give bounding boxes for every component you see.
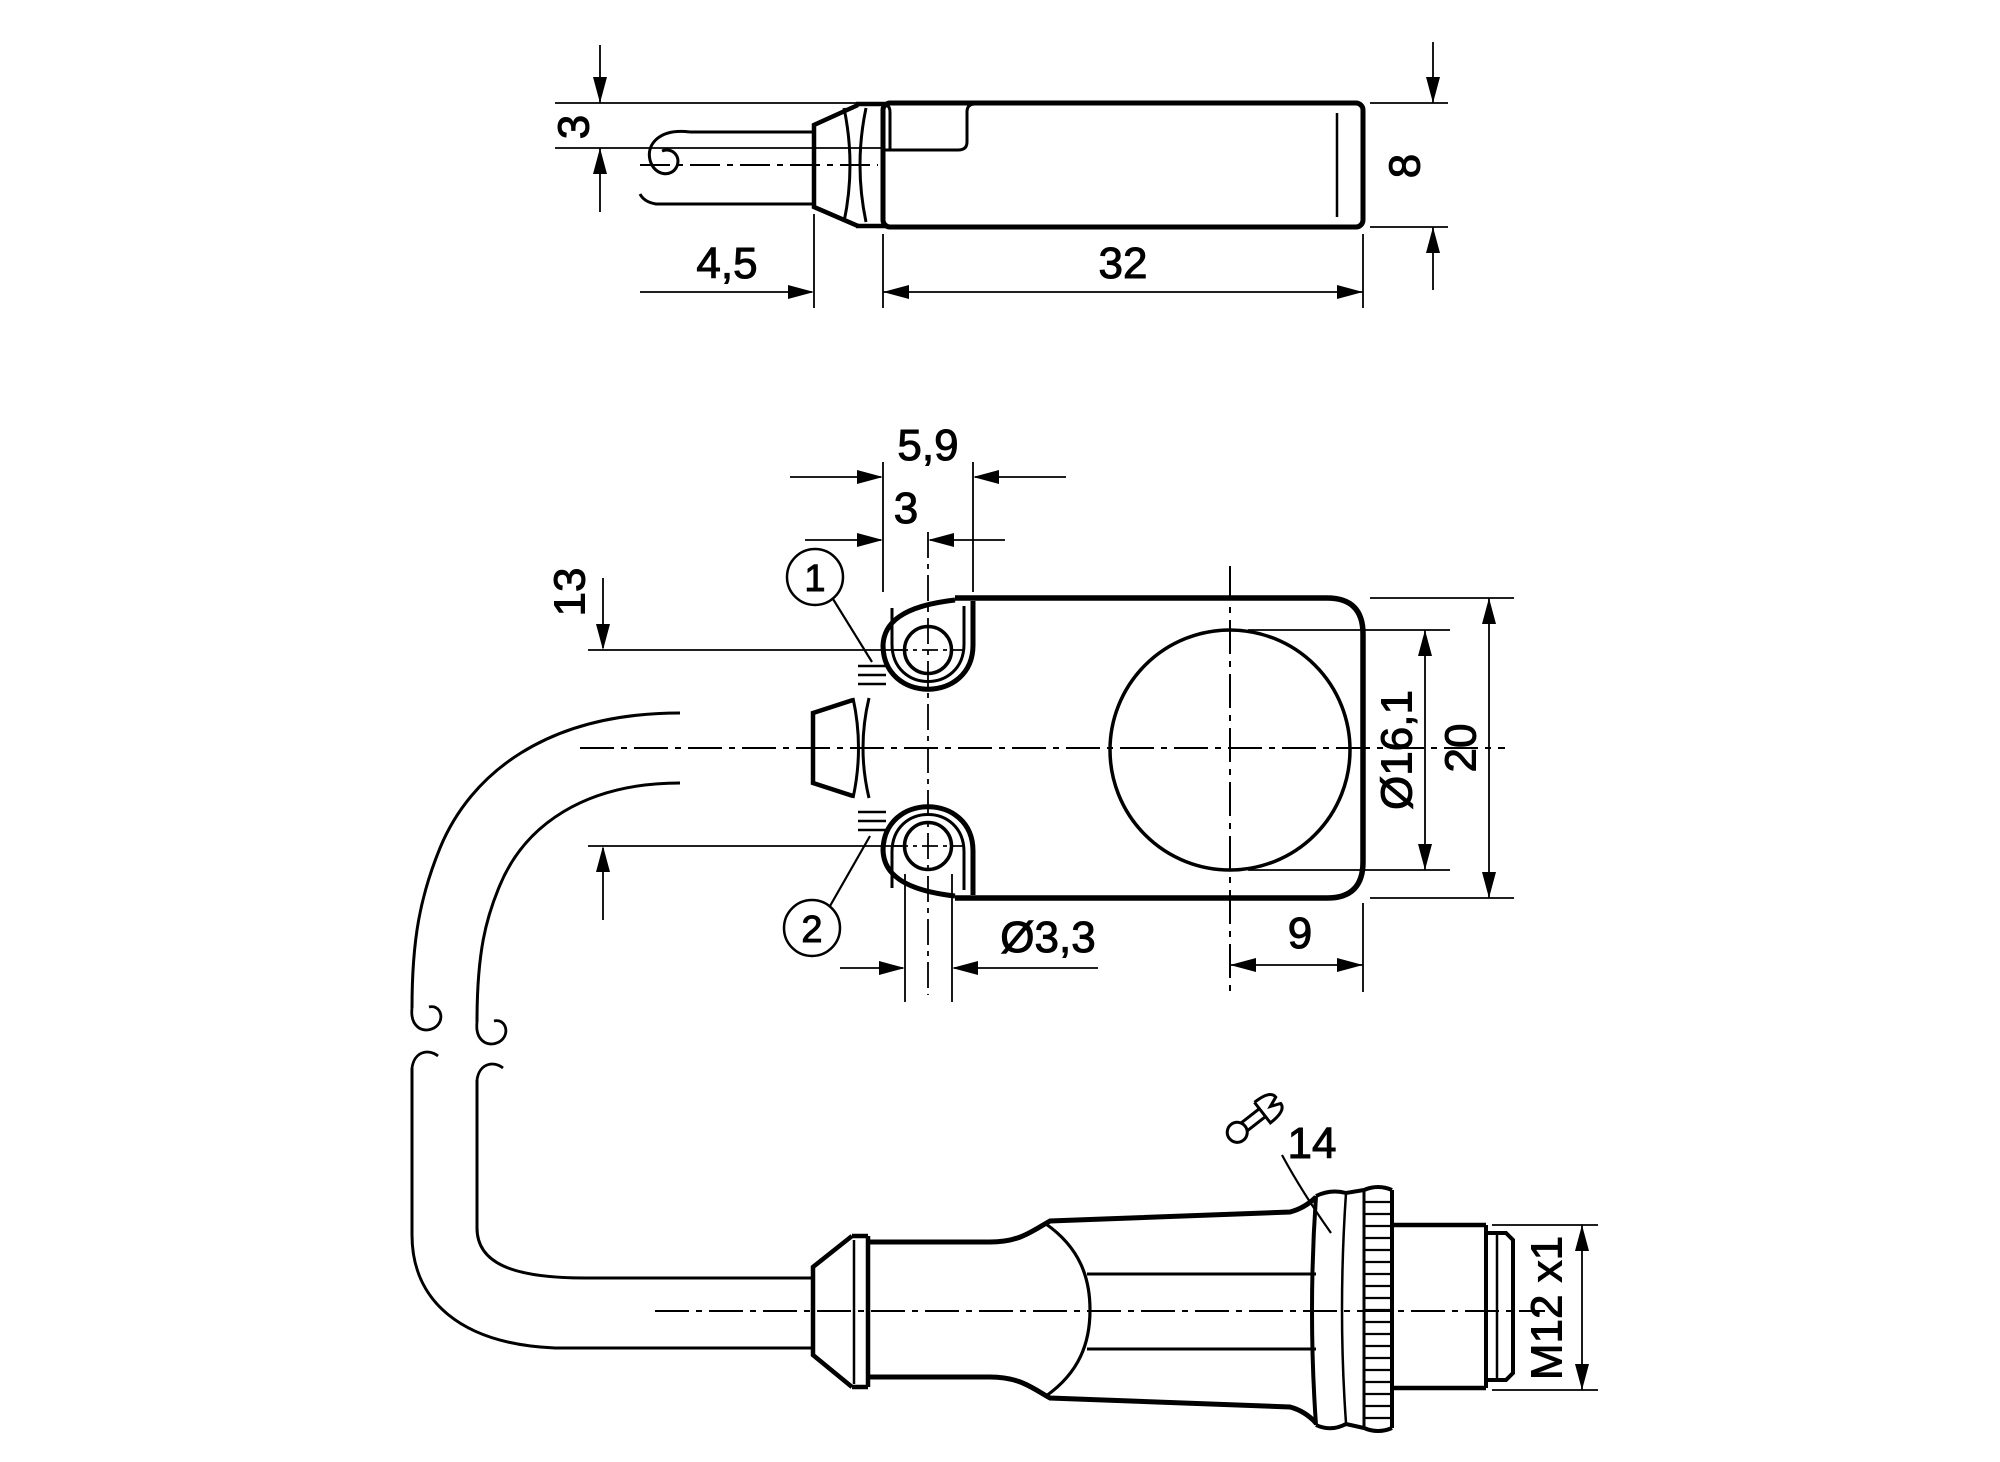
cable-break-curl-1 xyxy=(410,1005,443,1032)
cable-bend-inner xyxy=(475,781,681,1023)
plan-corner-bottom-left xyxy=(880,848,956,899)
dim-body-height: 8 xyxy=(1370,42,1448,290)
plan-corner-top-left xyxy=(880,597,956,648)
seal-steps-top xyxy=(858,664,886,686)
dim-flange-thickness: 3 xyxy=(549,45,885,212)
dim-hole-offset-label: 3 xyxy=(894,484,918,533)
side-body-outline xyxy=(880,100,1366,230)
dim-thread: M12 x1 xyxy=(1492,1224,1598,1391)
side-cable-break-curl xyxy=(647,129,691,176)
side-cable-bottom xyxy=(638,193,814,206)
callout-1: 1 xyxy=(785,547,873,663)
conn-neck-lines xyxy=(1087,1272,1316,1351)
callout-2: 2 xyxy=(782,835,871,958)
dim-flange-thickness-label: 3 xyxy=(550,115,599,139)
conn-knurled-nut xyxy=(1362,1185,1394,1433)
cable-break-curl-4 xyxy=(475,1062,504,1081)
plan-lug-bottom-outer xyxy=(880,804,976,895)
conn-flange-top xyxy=(1315,1188,1365,1198)
conn-boot-ends xyxy=(852,1233,868,1390)
dim-hole-spacing-label: 13 xyxy=(546,568,595,617)
dim-hole-spacing: 13 xyxy=(545,567,902,920)
plan-lug-top-outer xyxy=(880,601,976,692)
dim-mounting-hole: Ø3,3 xyxy=(840,874,1098,1002)
seal-steps-bottom xyxy=(858,810,886,832)
dim-boot-length: 4,5 xyxy=(640,214,884,308)
cable-break-curl-2 xyxy=(475,1019,508,1046)
conn-flange-right xyxy=(1340,1192,1348,1424)
dim-mounting-hole-label: Ø3,3 xyxy=(1000,913,1095,962)
cable-bend2-outer xyxy=(410,1068,813,1350)
dim-body-length: 32 xyxy=(883,234,1364,308)
dim-body-height-label: 8 xyxy=(1381,154,1430,178)
dim-sensing-diameter: Ø16,1 xyxy=(1248,629,1450,871)
conn-flange-bottom xyxy=(1315,1421,1365,1431)
dim-hole-offset: 3 xyxy=(805,484,1005,547)
dim-body-width-label: 20 xyxy=(1437,724,1486,773)
conn-grip-bottom xyxy=(868,1374,1318,1425)
dim-plate-width: 5,9 xyxy=(790,421,1066,592)
conn-thread-cylinder xyxy=(1392,1222,1486,1391)
cable-bend2-inner xyxy=(475,1080,813,1280)
plan-view: 5,9 3 13 Ø16,1 20 xyxy=(410,421,1514,1350)
callout-2-label: 2 xyxy=(801,909,822,951)
dim-body-length-label: 32 xyxy=(1099,239,1148,288)
conn-boot-outline xyxy=(810,1234,854,1389)
dim-body-width: 20 xyxy=(1370,597,1514,899)
side-plate-edge-right xyxy=(883,102,976,152)
dim-boot-length-label: 4,5 xyxy=(696,239,757,288)
cable-bend-outer xyxy=(410,711,681,1009)
connector-view: 14 M12 x1 xyxy=(655,1093,1598,1433)
side-view: 3 4,5 32 8 xyxy=(549,42,1448,308)
conn-tip-outline xyxy=(1486,1231,1515,1382)
dim-wrench-size-label: 14 xyxy=(1288,1119,1337,1168)
dim-face-offset-label: 9 xyxy=(1288,909,1312,958)
dim-face-offset: 9 xyxy=(1230,903,1364,992)
dim-thread-label: M12 x1 xyxy=(1523,1236,1572,1380)
conn-grip-top xyxy=(868,1195,1318,1245)
wrench-leader xyxy=(1281,1154,1332,1234)
dim-sensing-diameter-label: Ø16,1 xyxy=(1373,690,1422,810)
dim-plate-width-label: 5,9 xyxy=(897,421,958,470)
cable-break-curl-3 xyxy=(410,1050,439,1069)
wrench-callout: 14 xyxy=(1225,1093,1337,1234)
wrench-icon xyxy=(1225,1093,1284,1144)
callout-1-label: 1 xyxy=(804,558,825,600)
side-boot-joins xyxy=(856,101,885,229)
